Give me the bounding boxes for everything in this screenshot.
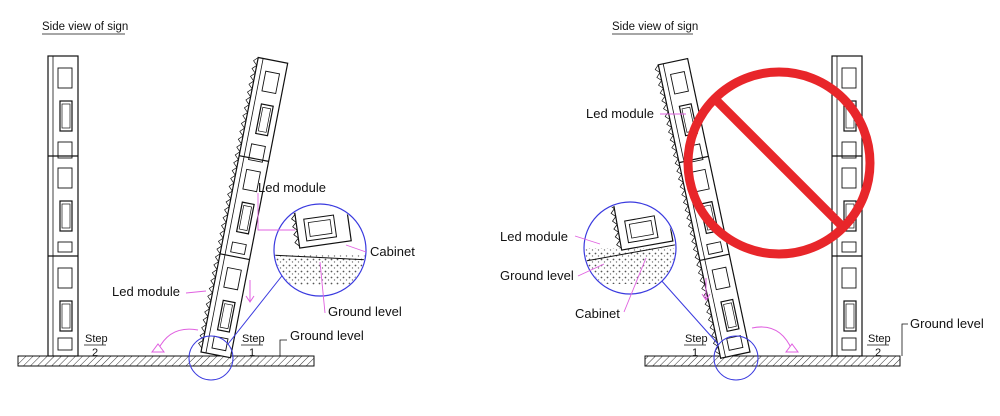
step-2-label-right: Step 2 — [867, 333, 891, 359]
label-ground-level: Ground level — [290, 328, 364, 343]
svg-text:Step: Step — [85, 333, 108, 345]
label-ground-level-right: Ground level — [910, 316, 984, 331]
down-arrow-icon — [701, 278, 711, 301]
label-led-module: Led module — [258, 180, 326, 195]
detail-magnifier — [273, 203, 367, 297]
left-panel: Side view of sign — [17, 21, 415, 381]
svg-text:2: 2 — [875, 347, 881, 359]
magnifier-small-right — [713, 335, 759, 381]
label-ground-level-detail: Ground level — [328, 304, 402, 319]
svg-text:Step: Step — [242, 333, 265, 345]
no-symbol-icon — [683, 67, 875, 259]
svg-text:2: 2 — [92, 347, 98, 359]
cabinet-vertical — [47, 55, 79, 357]
label-led-module-detail: Led module — [500, 229, 568, 244]
label-ground-level-detail-right: Ground level — [500, 268, 574, 283]
rotation-arrow-icon — [751, 326, 799, 353]
label-cabinet: Cabinet — [370, 244, 415, 259]
right-panel: Side view of sign — [500, 21, 984, 381]
ground-hatch-right — [644, 355, 901, 367]
left-title: Side view of sign — [42, 21, 128, 33]
ground-hatch — [17, 355, 315, 367]
label-led-module-side: Led module — [112, 284, 180, 299]
detail-magnifier-right — [583, 201, 677, 295]
svg-text:1: 1 — [692, 347, 698, 359]
step-1-label: Step 1 — [241, 333, 265, 359]
cabinet-tilted — [198, 56, 289, 359]
cabinet-tilted-wrong — [654, 57, 751, 359]
rotation-arrow-icon — [151, 328, 199, 353]
svg-text:1: 1 — [249, 347, 255, 359]
svg-text:Step: Step — [868, 333, 891, 345]
label-led-module-top: Led module — [586, 106, 654, 121]
magnifier-small — [188, 335, 234, 381]
step-1-label-right: Step 1 — [684, 333, 708, 359]
svg-text:Step: Step — [685, 333, 708, 345]
right-title: Side view of sign — [612, 21, 698, 33]
down-arrow-icon — [245, 280, 255, 303]
label-cabinet-right: Cabinet — [575, 306, 620, 321]
step-2-label: Step 2 — [84, 333, 108, 359]
